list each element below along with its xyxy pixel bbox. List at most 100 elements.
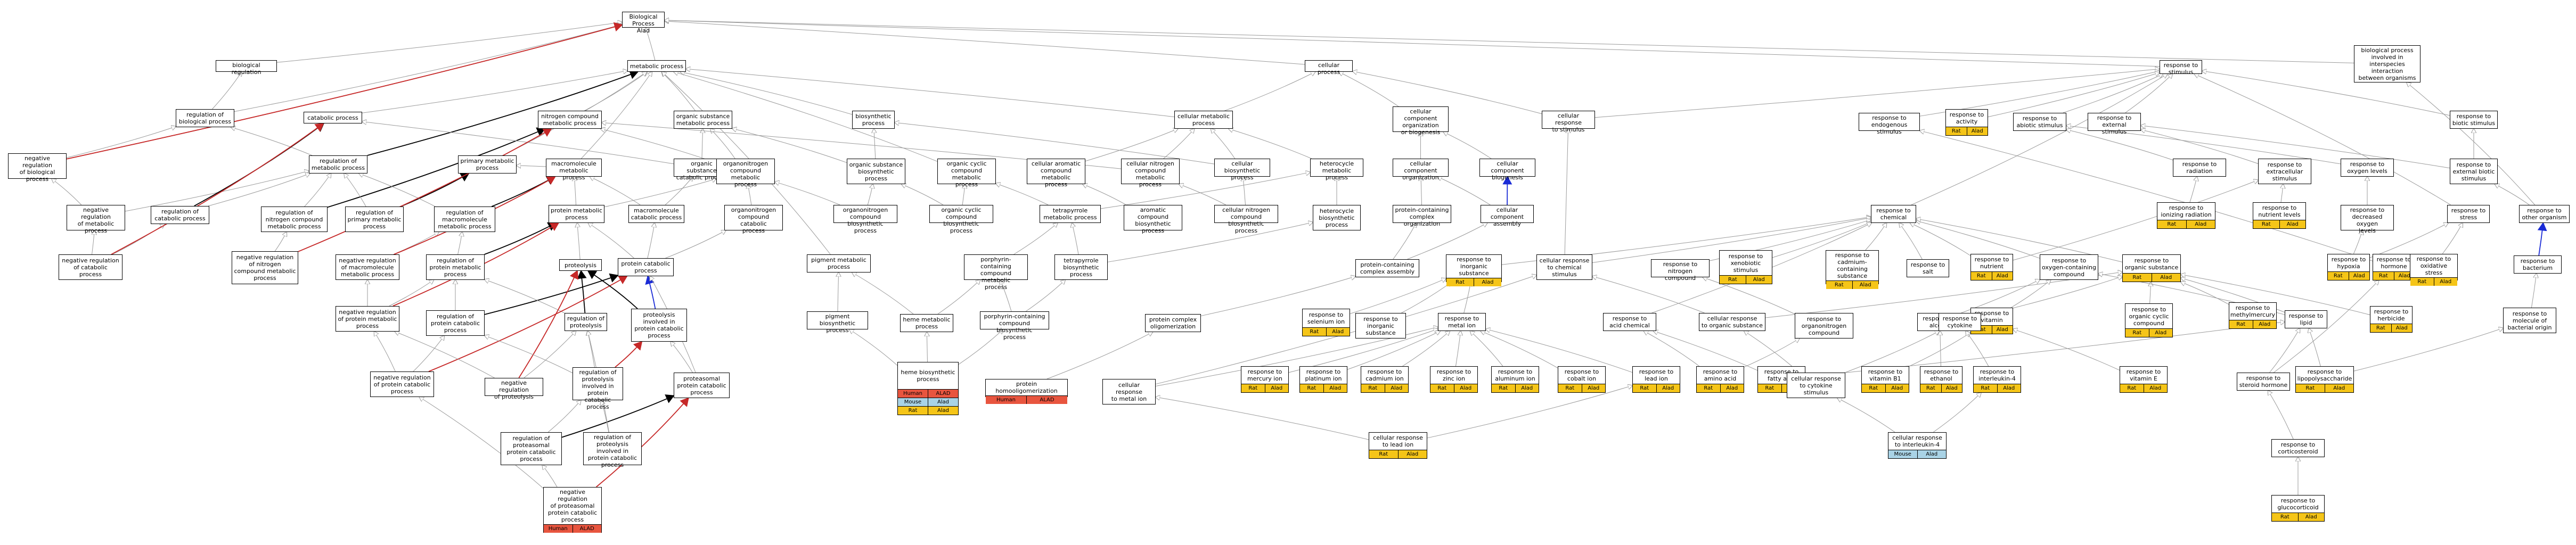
go-term-mmp[interactable]: macromolecule metabolic process: [546, 159, 602, 181]
go-term-prmp[interactable]: protein metabolic process: [549, 205, 604, 223]
go-term-crorg[interactable]: cellular response to organic substance: [1699, 313, 1765, 331]
go-term-ppbp[interactable]: porphyrin-containing compound metabolic …: [964, 254, 1028, 291]
go-term-acmp[interactable]: cellular aromatic compound metabolic pro…: [1027, 159, 1085, 188]
go-term-rextc[interactable]: response to extracellular stimulus: [2258, 159, 2311, 184]
go-term-ras[interactable]: response to abiotic stimulus: [2013, 113, 2066, 131]
go-term-rorgn[interactable]: response to organonitrogen compound: [1795, 313, 1853, 338]
go-term-nrmmp[interactable]: negative regulation of macromolecule met…: [336, 254, 399, 280]
go-term-occbp[interactable]: organic cyclic compound biosynthetic pro…: [929, 205, 993, 234]
go-term-res[interactable]: response to endogenous stimulus: [1859, 113, 1920, 135]
go-term-breg[interactable]: biological regulation: [216, 60, 277, 76]
go-term-ocbp[interactable]: organonitrogen compound biosynthetic pro…: [833, 205, 897, 234]
go-term-rbp[interactable]: regulation of biological process: [176, 109, 234, 127]
go-term-acbp[interactable]: aromatic compound biosynthetic process: [1124, 205, 1182, 234]
go-term-rncmp[interactable]: regulation of nitrogen compound metaboli…: [261, 207, 328, 232]
go-term-rmbo[interactable]: response to molecule of bacterial origin: [2503, 308, 2556, 333]
go-term-hmp[interactable]: heterocycle metabolic process: [1310, 159, 1363, 181]
go-term-nrncmp[interactable]: negative regulation of nitrogen compound…: [232, 251, 298, 284]
go-term-pco[interactable]: protein complex oligomerization: [1145, 314, 1201, 332]
go-term-crc[interactable]: cellular response to chemical stimulus: [1536, 254, 1592, 280]
go-term-rbs[interactable]: response to biotic stimulus: [2450, 111, 2498, 129]
go-term-rmi[interactable]: response to metal ion: [1438, 313, 1486, 331]
go-term-rpps[interactable]: regulation of proteolysis involved in pr…: [573, 367, 623, 410]
go-term-rbact[interactable]: response to bacterium: [2514, 255, 2562, 274]
go-term-ncp[interactable]: negative regulation of catabolic process: [59, 254, 122, 280]
go-term-tbp[interactable]: tetrapyrrole biosynthetic process: [1054, 254, 1108, 280]
go-term-mcp[interactable]: macromolecule catabolic process: [628, 205, 684, 223]
go-term-occmp[interactable]: organic cyclic compound metabolic proces…: [937, 159, 996, 188]
go-term-cbp[interactable]: cellular biosynthetic process: [1214, 159, 1270, 181]
go-term-hemmp[interactable]: heme metabolic process: [900, 314, 953, 332]
go-term-rstress[interactable]: response to stress: [2447, 205, 2490, 223]
go-term-osmp[interactable]: organic substance metabolic process: [674, 111, 732, 129]
go-term-rdox[interactable]: response to decreased oxygen levels: [2341, 205, 2394, 234]
go-term-biosyn[interactable]: biosynthetic process: [852, 111, 895, 129]
go-term-ppcp[interactable]: proteasomal protein catabolic process: [674, 373, 730, 398]
go-term-osbp[interactable]: organic substance biosynthetic process: [847, 159, 905, 184]
go-term-pcca[interactable]: protein-containing complex assembly: [1355, 259, 1419, 277]
go-term-rpps2[interactable]: regulation of proteasomal protein catabo…: [501, 432, 562, 465]
go-term-rlip[interactable]: response to lipid: [2285, 310, 2327, 328]
go-term-catp[interactable]: catabolic process: [304, 112, 362, 123]
go-term-occp[interactable]: organonitrogen compound catabolic proces…: [724, 205, 783, 234]
go-term-rsh[interactable]: response to steroid hormone: [2237, 373, 2290, 391]
go-term-ocmp[interactable]: organonitrogen compound metabolic proces…: [716, 159, 775, 188]
go-term-cco[interactable]: cellular component organization: [1393, 159, 1449, 181]
go-term-ccb[interactable]: cellular component biogenesis: [1479, 159, 1535, 181]
go-term-cts[interactable]: cellular response to stimulus: [1542, 111, 1595, 133]
go-term-pcp[interactable]: protein catabolic process: [618, 258, 674, 276]
go-term-proteolysis[interactable]: proteolysis: [559, 259, 602, 271]
go-term-rcyt[interactable]: response to cytokine: [1939, 313, 1981, 331]
go-term-rpic[interactable]: regulation of proteolysis involved in pr…: [583, 432, 642, 468]
go-term-ccob[interactable]: cellular component organization or bioge…: [1393, 106, 1449, 136]
go-term-tmp[interactable]: tetrapyrrole metabolic process: [1040, 205, 1101, 223]
go-term-nrprot[interactable]: negative regulation of proteolysis: [485, 378, 543, 400]
go-term-crmi[interactable]: cellular response to metal ion: [1102, 379, 1156, 404]
go-term-roxc[interactable]: response to oxygen-containing compound: [2040, 254, 2098, 280]
go-term-ppcbp[interactable]: porphyrin-containing compound biosynthet…: [980, 311, 1049, 341]
go-term-bpi[interactable]: biological process involved in interspec…: [2354, 45, 2420, 82]
go-term-pcco[interactable]: protein-containing complex organization: [1393, 205, 1451, 227]
go-term-pcpinv[interactable]: proteolysis involved in protein cataboli…: [631, 309, 687, 342]
go-term-rmmp[interactable]: regulation of macromolecule metabolic pr…: [434, 207, 495, 232]
go-term-nrprmp[interactable]: negative regulation of protein metabolic…: [336, 306, 399, 332]
go-term-rprmp[interactable]: regulation of protein metabolic process: [426, 254, 485, 280]
go-term-cmp[interactable]: cellular metabolic process: [1174, 111, 1233, 129]
go-term-rpcp[interactable]: regulation of protein catabolic process: [426, 310, 485, 336]
go-term-rebs[interactable]: response to external biotic stimulus: [2450, 159, 2498, 184]
go-term-rac[interactable]: response to cadmium-containing substance…: [1826, 250, 1879, 289]
go-term-rorg[interactable]: response to other organism: [2519, 205, 2570, 223]
go-term-rox[interactable]: response to oxygen levels: [2341, 159, 2394, 177]
go-term-pmp[interactable]: primary metabolic process: [458, 155, 517, 174]
go-term-rext[interactable]: response to external stimulus: [2088, 113, 2141, 135]
go-term-nrmp[interactable]: negative regulation of metabolic process: [67, 205, 125, 234]
go-term-cncmp[interactable]: cellular nitrogen compound metabolic pro…: [1121, 159, 1180, 188]
go-term-rpmp[interactable]: regulation of primary metabolic process: [345, 207, 404, 232]
go-term-cncbp[interactable]: cellular nitrogen compound biosynthetic …: [1214, 205, 1278, 234]
go-term-rmp[interactable]: regulation of metabolic process: [309, 155, 367, 174]
